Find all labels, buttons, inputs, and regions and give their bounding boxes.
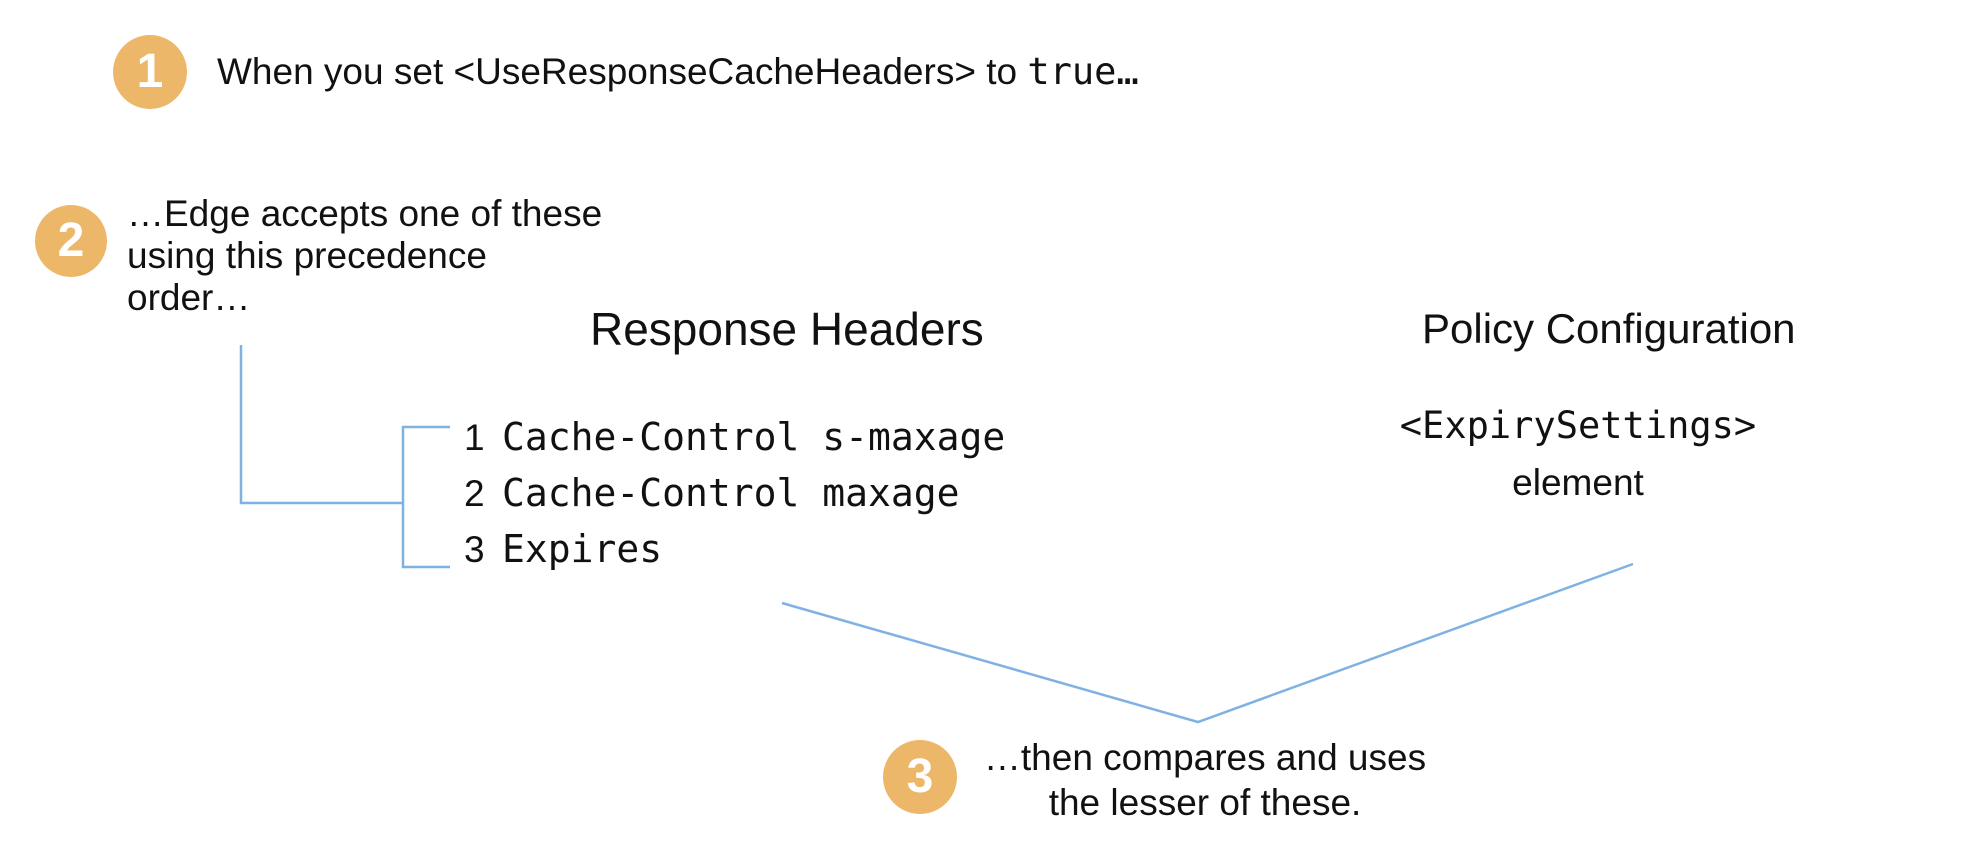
- precedence-list: 1 Cache-Control s-maxage 2 Cache-Control…: [464, 409, 1005, 577]
- element-label: element: [1512, 462, 1644, 503]
- step-1-text-prefix: When you set <UseResponseCacheHeaders> t…: [217, 51, 1028, 92]
- step-3-line-2: the lesser of these.: [1048, 782, 1362, 823]
- step-2-badge: 2: [35, 205, 107, 277]
- step-3-line-1: …then compares and uses: [983, 737, 1427, 778]
- precedence-item-1: 1 Cache-Control s-maxage: [464, 409, 1005, 465]
- precedence-value-2: Cache-Control maxage: [502, 471, 960, 515]
- precedence-value-3: Expires: [502, 527, 663, 571]
- step-1-number: 1: [136, 45, 164, 98]
- response-headers-heading: Response Headers: [590, 303, 984, 355]
- policy-configuration-column: <ExpirySettings> element: [1378, 403, 1778, 506]
- expiry-settings-tag: <ExpirySettings>: [1399, 404, 1757, 447]
- step-3-badge: 3: [883, 740, 957, 814]
- precedence-rank-2: 2: [464, 473, 485, 514]
- precedence-rank-3: 3: [464, 529, 485, 570]
- precedence-item-2: 2 Cache-Control maxage: [464, 465, 1005, 521]
- step-1-badge: 1: [113, 35, 187, 109]
- list-bracket-connector: [401, 425, 450, 569]
- step-1-code-value: true: [1027, 50, 1117, 93]
- step-3-text: …then compares and uses the lesser of th…: [955, 735, 1455, 825]
- precedence-elbow-connector: [239, 345, 403, 505]
- step-2-line-2: using this precedence: [127, 235, 487, 276]
- policy-configuration-heading: Policy Configuration: [1422, 305, 1796, 352]
- compare-v-connector: [781, 562, 1634, 724]
- step-3-number: 3: [906, 750, 934, 803]
- step-2-line-3: order…: [127, 277, 251, 318]
- precedence-value-1: Cache-Control s-maxage: [502, 415, 1006, 459]
- step-2-line-1: …Edge accepts one of these: [127, 193, 603, 234]
- precedence-item-3: 3 Expires: [464, 521, 1005, 577]
- step-2-number: 2: [57, 214, 85, 267]
- step-2-text: …Edge accepts one of these using this pr…: [127, 193, 602, 319]
- step-1-ellipsis: …: [1116, 50, 1139, 93]
- precedence-rank-1: 1: [464, 417, 485, 458]
- step-1-text: When you set <UseResponseCacheHeaders> t…: [217, 49, 1139, 95]
